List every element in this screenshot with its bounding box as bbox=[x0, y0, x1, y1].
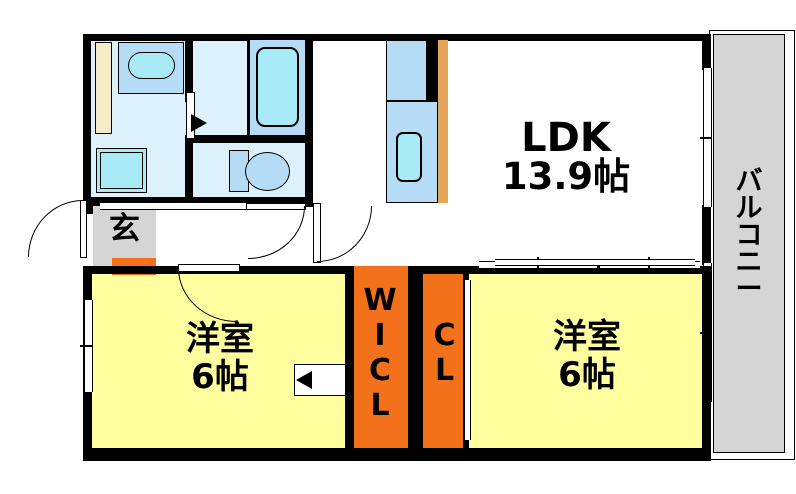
bedroom-left-wic-door-arrow bbox=[296, 371, 312, 389]
wall-right-mid bbox=[702, 205, 711, 265]
vanity-basin bbox=[128, 52, 175, 79]
room-ldk bbox=[313, 40, 709, 265]
wall-tub-divider bbox=[247, 40, 250, 135]
washroom-door-dash-2 bbox=[116, 199, 125, 202]
wall-bottom bbox=[83, 448, 711, 460]
balcony-char-2: コ bbox=[735, 220, 763, 251]
bedroom-left-window-mullion bbox=[80, 345, 93, 347]
room-bedroom-right bbox=[467, 272, 707, 450]
wall-wic-cl bbox=[408, 266, 423, 460]
kitchen-side-panel bbox=[438, 40, 448, 203]
wic-char-2: C bbox=[368, 353, 392, 389]
kitchen-counter-divider bbox=[386, 100, 438, 102]
wall-hall-ldk bbox=[305, 197, 313, 207]
wic-char-0: W bbox=[363, 283, 397, 318]
balcony-char-3: ニ bbox=[735, 247, 763, 278]
wall-right-upper bbox=[702, 34, 711, 70]
wall-above-bedroom-right bbox=[408, 266, 711, 274]
cl-label: C L bbox=[422, 318, 467, 388]
washroom-door-dash-4 bbox=[144, 199, 153, 202]
washroom-door-dash-1 bbox=[102, 199, 111, 202]
washer-space bbox=[96, 148, 147, 193]
balcony-char-4: ー bbox=[735, 274, 763, 305]
sliding-door-ldk-mullion bbox=[700, 137, 712, 139]
cl-char-1: L bbox=[434, 353, 455, 389]
wall-wet-right bbox=[305, 34, 313, 206]
balcony-label: バ ル コ ニ ー bbox=[713, 168, 785, 303]
ldk-size-label: 13.9帖 bbox=[501, 155, 631, 198]
bedroom-right-name-label: 洋室 bbox=[553, 317, 621, 357]
washroom-door-dash-3 bbox=[130, 199, 139, 202]
bathtub bbox=[256, 47, 299, 127]
kitchen-sink bbox=[396, 132, 422, 182]
balcony-char-0: バ bbox=[735, 166, 763, 197]
ldk-name-label: LDK bbox=[521, 115, 611, 161]
plan-baseline bbox=[83, 458, 711, 461]
wall-washroom-bath bbox=[185, 34, 193, 102]
bedroom-left-size-label: 6帖 bbox=[191, 357, 249, 397]
washroom-door-dash-5 bbox=[158, 199, 167, 202]
bedroom-right-size-label: 6帖 bbox=[558, 355, 616, 395]
storage-strip bbox=[95, 42, 112, 134]
washroom-entry-threshold bbox=[100, 200, 292, 202]
kitchen-wall-stub bbox=[426, 40, 438, 100]
wall-bedroom-left-wic bbox=[345, 266, 354, 460]
door-washroom-bath-arrow bbox=[191, 114, 207, 132]
wic-char-1: I bbox=[374, 318, 386, 354]
washroom-sliding-door[interactable] bbox=[100, 202, 292, 210]
cl-char-0: C bbox=[433, 318, 456, 353]
wic-char-3: L bbox=[370, 388, 390, 424]
closet-cl bbox=[422, 266, 467, 450]
wall-bath-toilet bbox=[185, 135, 313, 143]
wall-left-upper bbox=[83, 34, 91, 206]
entrance-door-swing bbox=[28, 200, 83, 257]
balcony-char-1: ル bbox=[735, 193, 763, 224]
washer-space-inner bbox=[100, 152, 143, 189]
wall-bedroom-right-east bbox=[702, 266, 711, 460]
wall-top bbox=[83, 34, 709, 41]
cl-door[interactable] bbox=[464, 280, 471, 440]
bedroom-left-name-label: 洋室 bbox=[186, 319, 254, 359]
wall-washroom-toilet bbox=[185, 135, 193, 207]
room-balcony bbox=[713, 34, 785, 453]
toilet-bowl bbox=[245, 152, 290, 191]
closet-wic bbox=[352, 266, 408, 450]
wic-label: W I C L bbox=[352, 283, 408, 423]
ldk-south-window[interactable] bbox=[495, 259, 695, 266]
genkan-label: 玄 bbox=[109, 211, 140, 247]
wall-entrance-jamb bbox=[83, 206, 93, 214]
